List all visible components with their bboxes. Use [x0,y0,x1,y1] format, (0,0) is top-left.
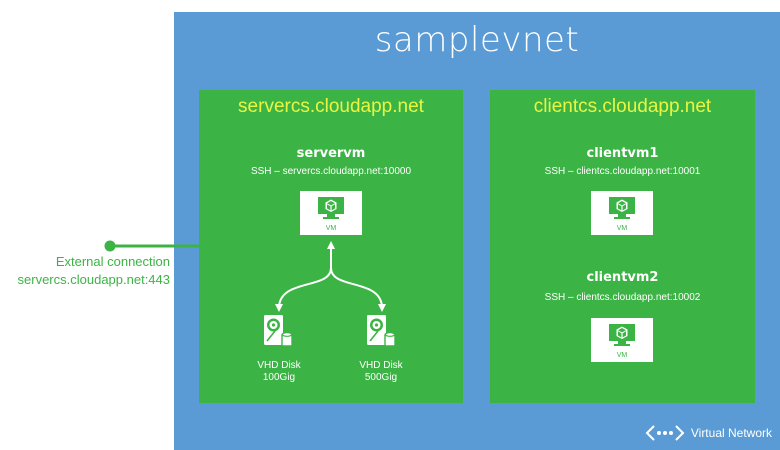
vm-ssh-endpoint: SSH – clientcs.cloudapp.net:10002 [544,292,701,303]
vhd-disk-type: VHD Disk [257,360,301,371]
external-connection-endpoint: servercs.cloudapp.net:443 [17,272,170,287]
vm-tile[interactable]: VM [591,318,653,362]
virtual-network-icon [645,425,685,441]
vhd-disk-type: VHD Disk [359,360,403,371]
cloud-service-title: servercs.cloudapp.net [238,96,424,117]
vm-disk-arrows [275,241,386,312]
virtual-network-badge: Virtual Network [645,424,772,442]
virtual-network-container: samplevnet servercs.cloudapp.net serverv… [174,12,780,450]
vhd-disk-icon [366,314,396,348]
vm-tile-label: VM [616,225,628,232]
vm-ssh-endpoint: SSH – servercs.cloudapp.net:10000 [250,166,412,177]
vhd-disk-size: 100Gig [262,372,296,383]
vm-name: servervm [296,146,366,161]
vm-name: clientvm2 [586,270,659,285]
vm-tile-label: VM [616,352,628,359]
virtual-network-label: Virtual Network [690,426,772,440]
cloud-service-title: clientcs.cloudapp.net [533,96,712,117]
monitor-icon [318,197,344,219]
monitor-icon [609,324,635,346]
vm-tile-label: VM [325,225,337,232]
cloud-service-server: servercs.cloudapp.net servervm SSH – ser… [199,90,463,403]
vhd-disk-size: 500Gig [364,372,398,383]
vhd-disk-label: VHD Disk 500Gig [341,360,421,384]
monitor-icon [609,197,635,219]
vnet-title: samplevnet [374,20,580,60]
vm-tile[interactable]: VM [300,191,362,235]
vhd-disk-icon [263,314,293,348]
vm-name: clientvm1 [586,146,659,161]
cloud-service-client: clientcs.cloudapp.net clientvm1 SSH – cl… [490,90,755,403]
vm-ssh-endpoint: SSH – clientcs.cloudapp.net:10001 [544,166,701,177]
vhd-disk-label: VHD Disk 100Gig [239,360,319,384]
external-connection-label: External connection [55,254,170,269]
vm-tile[interactable]: VM [591,191,653,235]
